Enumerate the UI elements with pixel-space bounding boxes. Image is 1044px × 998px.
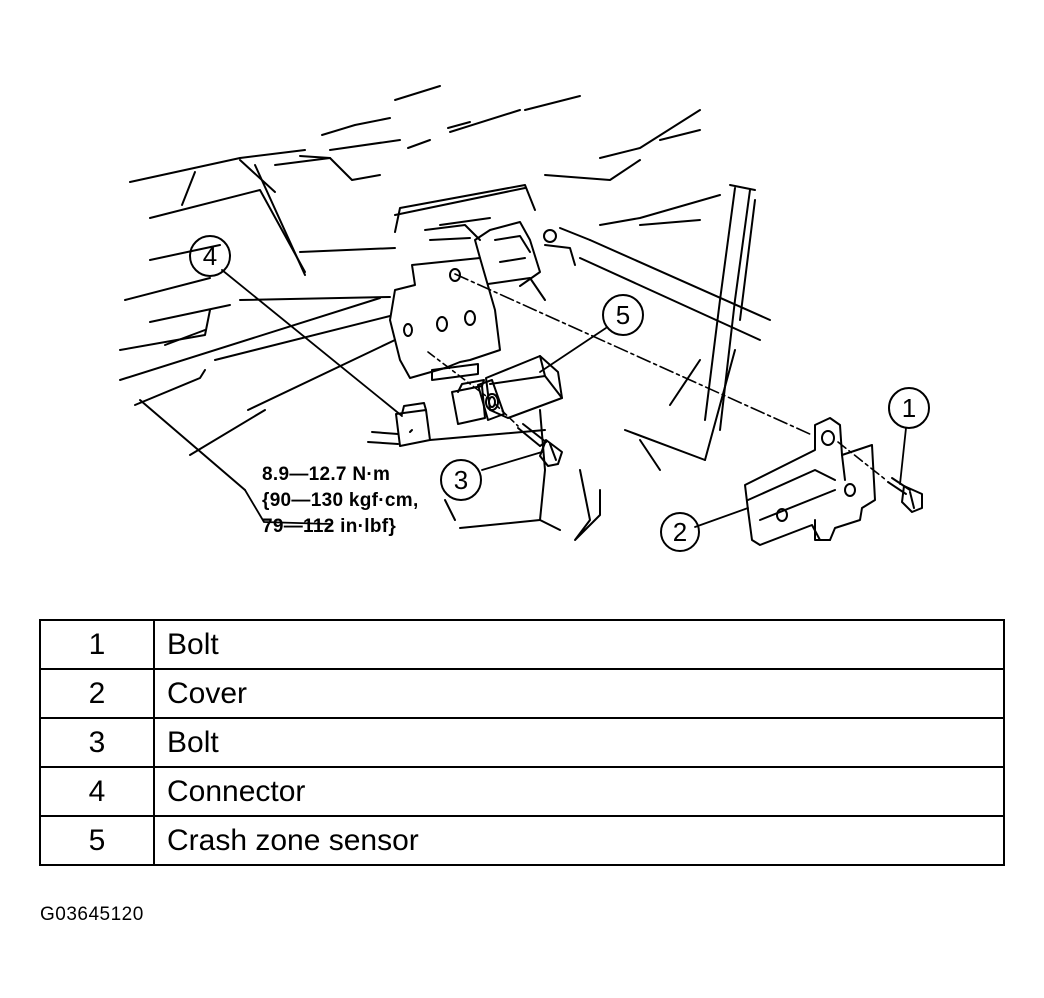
legend-item-description: Bolt bbox=[153, 619, 1005, 670]
sensor-connector bbox=[451, 379, 486, 425]
callout-circle-5 bbox=[602, 294, 644, 336]
legend-item-number: 5 bbox=[39, 815, 155, 866]
table-row: 3 Bolt bbox=[39, 717, 1005, 768]
legend-item-description: Cover bbox=[153, 668, 1005, 719]
table-row: 2 Cover bbox=[39, 668, 1005, 719]
bolt-1 bbox=[887, 477, 923, 513]
cover-bracket bbox=[744, 417, 876, 546]
callout-circle-4 bbox=[189, 235, 231, 277]
torque-spec-line-3: 79—112 in·lbf} bbox=[262, 516, 397, 537]
callout-number-1: 1 bbox=[902, 393, 916, 423]
callout-circles bbox=[189, 235, 930, 552]
callout-number-4: 4 bbox=[203, 241, 217, 271]
legend-item-description: Crash zone sensor bbox=[153, 815, 1005, 866]
alignment-lines bbox=[427, 273, 887, 481]
table-row: 4 Connector bbox=[39, 766, 1005, 817]
torque-spec-line-1: 8.9—12.7 N·m bbox=[262, 464, 391, 485]
legend-item-number: 2 bbox=[39, 668, 155, 719]
legend-item-number: 4 bbox=[39, 766, 155, 817]
callout-circle-3 bbox=[440, 459, 482, 501]
callout-number-3: 3 bbox=[454, 465, 468, 495]
legend-item-number: 1 bbox=[39, 619, 155, 670]
harness-connector bbox=[367, 402, 431, 447]
exploded-view-diagram: 1 2 3 4 5 bbox=[119, 85, 930, 552]
figure-id: G03645120 bbox=[40, 904, 144, 925]
callout-number-2: 2 bbox=[673, 517, 687, 547]
vehicle-frame-outline bbox=[119, 85, 771, 541]
callout-circle-2 bbox=[660, 512, 700, 552]
torque-spec-line-2: {90—130 kgf·cm, bbox=[262, 490, 419, 511]
table-row: 5 Crash zone sensor bbox=[39, 815, 1005, 866]
legend-item-number: 3 bbox=[39, 717, 155, 768]
parts-legend-table: 1 Bolt 2 Cover 3 Bolt 4 Connector 5 Cras… bbox=[39, 619, 1005, 866]
legend-item-description: Connector bbox=[153, 766, 1005, 817]
bolt-3 bbox=[517, 423, 563, 467]
callout-circle-1 bbox=[888, 387, 930, 429]
sensor-bracket bbox=[389, 221, 591, 381]
torque-spec: 8.9—12.7 N·m {90—130 kgf·cm, 79—112 in·l… bbox=[262, 462, 419, 540]
leader-lines bbox=[221, 269, 907, 528]
callout-number-5: 5 bbox=[616, 300, 630, 330]
legend-item-description: Bolt bbox=[153, 717, 1005, 768]
table-row: 1 Bolt bbox=[39, 619, 1005, 670]
